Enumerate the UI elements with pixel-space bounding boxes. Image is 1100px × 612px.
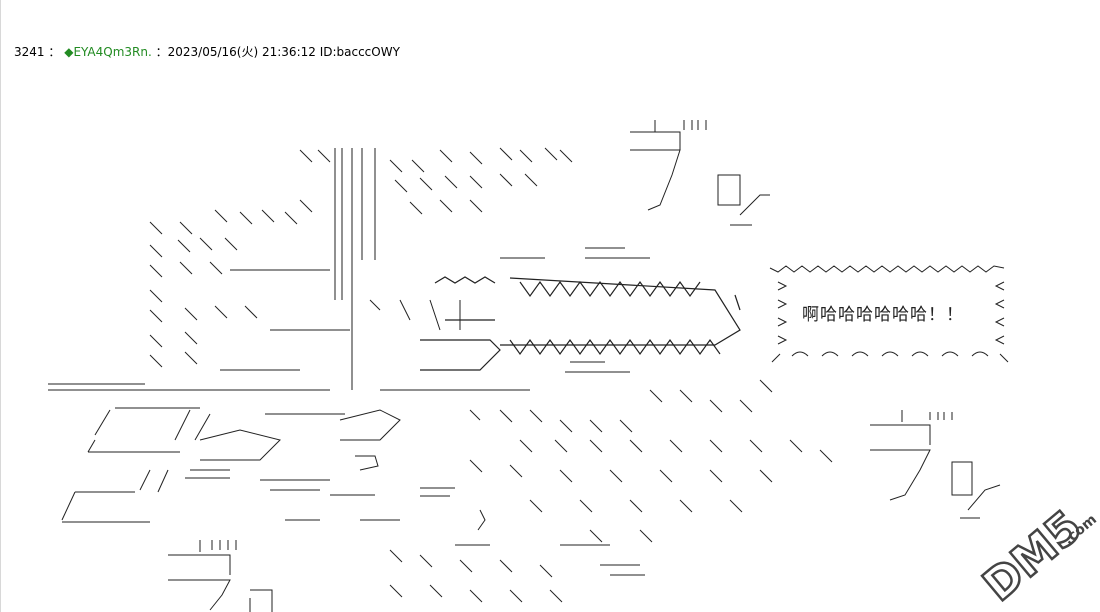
left-border <box>0 0 1 612</box>
post-number[interactable]: 3241 <box>14 45 45 59</box>
dm5-watermark-logo: DM5 .com <box>973 500 1100 612</box>
post-separator: ： <box>48 45 61 59</box>
sfx-glyph-top <box>630 120 770 226</box>
post-header: 3241 ： ◆EYA4Qm3Rn. ：2023/05/16(火) 21:36:… <box>14 44 400 60</box>
sfx-glyph-right <box>870 410 1001 519</box>
vertical-pillar-lines <box>334 148 376 390</box>
post-timestamp: ：2023/05/16(火) 21:36:12 ID:bacccOWY <box>155 45 400 59</box>
mech-body-lines <box>185 299 486 531</box>
left-arc-strokes <box>61 409 211 523</box>
speed-lines-top <box>149 147 573 368</box>
speed-lines-bottom-right <box>389 379 833 603</box>
drill-blade-shape <box>420 276 741 371</box>
watermark-text: DM5 <box>974 501 1092 611</box>
shout-text: 啊哈哈哈哈哈哈！！ <box>802 305 964 325</box>
post-author: ◆EYA4Qm3Rn. <box>64 45 152 59</box>
sfx-glyph-bottom <box>168 540 273 612</box>
shout-box <box>769 265 1009 363</box>
horizontal-strokes <box>48 247 650 415</box>
